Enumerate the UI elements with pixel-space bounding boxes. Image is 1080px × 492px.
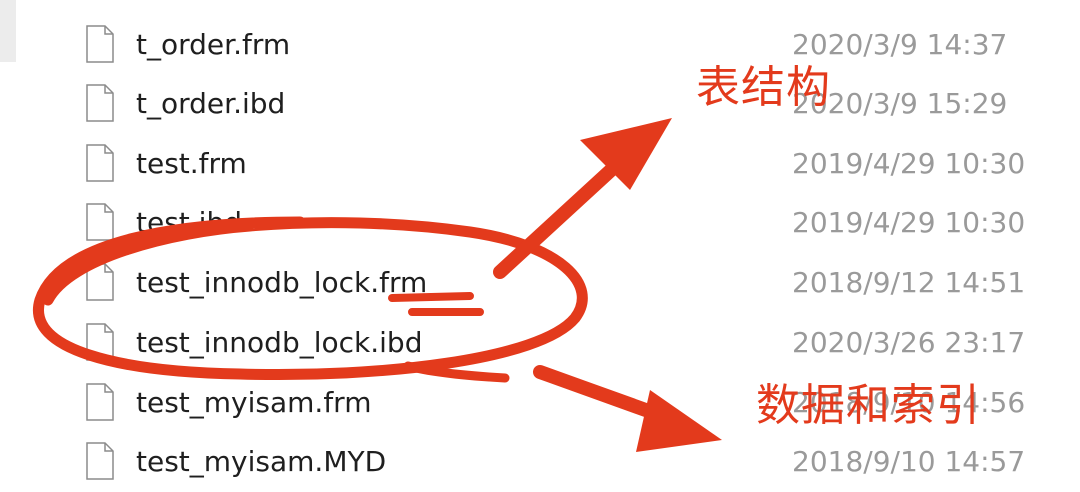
file-icon: [86, 323, 114, 361]
file-date: 2020/3/9 15:29: [792, 87, 1008, 120]
file-icon: [86, 144, 114, 182]
file-icon: [86, 383, 114, 421]
file-icon: [86, 263, 114, 301]
file-row[interactable]: t_order.frm 2020/3/9 14:37: [0, 15, 1080, 75]
file-name: test.frm: [136, 147, 247, 180]
file-name: test.ibd: [136, 206, 242, 239]
file-row[interactable]: test.ibd 2019/4/29 10:30: [0, 193, 1080, 253]
annotation-table-structure: 表结构: [696, 62, 831, 113]
file-name: test_myisam.frm: [136, 386, 372, 419]
file-icon: [86, 203, 114, 241]
file-icon: [86, 25, 114, 63]
file-name: test_innodb_lock.ibd: [136, 326, 423, 359]
file-row[interactable]: t_order.ibd 2020/3/9 15:29: [0, 74, 1080, 134]
file-date: 2019/4/29 10:30: [792, 147, 1026, 180]
file-date: 2018/9/10 14:56: [792, 386, 1026, 419]
file-row[interactable]: test_innodb_lock.frm 2018/9/12 14:51: [0, 253, 1080, 313]
file-row[interactable]: test.frm 2019/4/29 10:30: [0, 134, 1080, 194]
file-name: test_myisam.MYD: [136, 445, 387, 478]
annotation-data-and-index: 数据和索引: [756, 380, 981, 431]
file-name: t_order.frm: [136, 28, 291, 61]
file-date: 2018/9/10 14:57: [792, 445, 1026, 478]
file-date: 2019/4/29 10:30: [792, 206, 1026, 239]
file-date: 2020/3/26 23:17: [792, 326, 1026, 359]
file-row[interactable]: test_myisam.MYD 2018/9/10 14:57: [0, 432, 1080, 492]
file-icon: [86, 84, 114, 122]
file-row[interactable]: test_myisam.frm 2018/9/10 14:56: [0, 373, 1080, 433]
file-name: t_order.ibd: [136, 87, 286, 120]
file-icon: [86, 442, 114, 480]
file-date: 2020/3/9 14:37: [792, 28, 1008, 61]
file-date: 2018/9/12 14:51: [792, 266, 1026, 299]
file-row[interactable]: test_innodb_lock.ibd 2020/3/26 23:17: [0, 313, 1080, 373]
file-name: test_innodb_lock.frm: [136, 266, 428, 299]
sidebar-edge: [0, 0, 16, 62]
